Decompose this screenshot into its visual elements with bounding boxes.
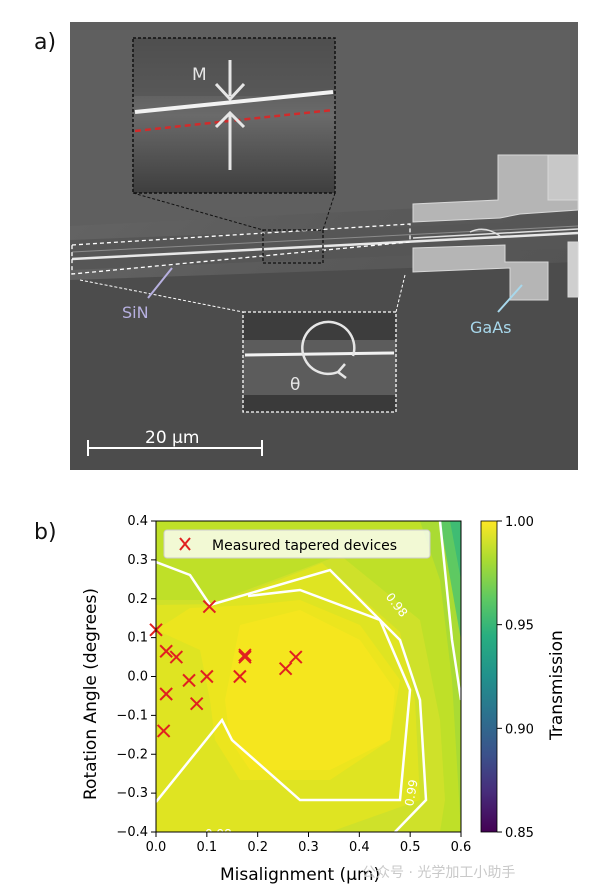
y-tick-label: −0.2: [116, 747, 148, 762]
colorbar-tick-label: 0.85: [505, 826, 534, 841]
measured-device-marker: [159, 687, 173, 701]
measured-device-marker: [202, 599, 217, 614]
colorbar-label: Transmission: [547, 630, 567, 741]
inset-misalignment: M: [132, 37, 336, 194]
measured-device-marker: [233, 669, 247, 684]
legend: Measured tapered devices: [163, 529, 431, 559]
measured-device-marker: [159, 644, 173, 658]
scale-bar-label: 20 μm: [145, 428, 199, 448]
y-tick-label: −0.3: [116, 786, 148, 801]
marker-layer: [149, 599, 303, 738]
x-tick-label: 0.4: [349, 840, 370, 855]
x-axis-label: Misalignment (μm): [220, 865, 380, 885]
measured-device-marker: [278, 662, 293, 676]
inset-rotation: θ: [242, 311, 397, 413]
measured-device-marker: [182, 673, 196, 688]
measured-device-marker: [169, 650, 184, 664]
y-axis-ticks: 0.4 0.3 0.2 0.1 0.0 −0.1 −0.2 −0.3 −0.4: [116, 514, 156, 840]
x-tick-label: 0.6: [451, 840, 472, 855]
y-tick-label: 0.4: [127, 514, 148, 529]
measured-device-marker: [189, 697, 204, 711]
sem-image: M θ SiN GaAs 20 μm: [70, 22, 579, 470]
colorbar: 1.00 0.95 0.90 0.85 Transmission: [480, 515, 567, 841]
legend-marker-icon: [179, 537, 191, 551]
colorbar-tick-label: 0.95: [505, 619, 534, 634]
gaas-structure: [412, 154, 579, 301]
y-tick-label: 0.3: [127, 553, 148, 568]
panel-b-label: b): [34, 520, 57, 545]
contour-fill: [156, 521, 461, 832]
y-tick-label: −0.1: [116, 708, 148, 723]
contour-lines: [156, 521, 461, 832]
x-tick-label: 0.0: [146, 840, 167, 855]
y-axis-label: Rotation Angle (degrees): [81, 588, 101, 800]
contour-label-bottom: 0.98: [205, 827, 232, 841]
colorbar-tick-label: 1.00: [505, 515, 534, 530]
contour-label-099: 0.99: [402, 778, 420, 807]
y-tick-label: 0.0: [127, 670, 148, 685]
x-tick-label: 0.5: [400, 840, 421, 855]
watermark: 公众号 · 光学加工小助手: [362, 865, 516, 881]
y-tick-label: 0.2: [127, 592, 148, 607]
x-axis-ticks: 0.0 0.1 0.2 0.3 0.4 0.5 0.6: [146, 832, 472, 855]
sin-label: SiN: [122, 303, 149, 322]
measured-device-marker: [156, 724, 171, 738]
y-tick-label: −0.4: [116, 825, 148, 840]
measured-device-marker: [200, 669, 214, 684]
y-tick-label: 0.1: [127, 631, 148, 646]
measured-device-marker: [238, 648, 252, 662]
legend-entry: Measured tapered devices: [212, 538, 397, 554]
rotation-label: θ: [290, 375, 300, 395]
colorbar-ticks: 1.00 0.95 0.90 0.85: [497, 515, 534, 841]
x-tick-label: 0.1: [196, 840, 217, 855]
gaas-label: GaAs: [470, 318, 511, 337]
panel-a-label: a): [34, 30, 57, 55]
x-tick-label: 0.2: [247, 840, 268, 855]
x-tick-label: 0.3: [298, 840, 319, 855]
colorbar-tick-label: 0.90: [505, 722, 534, 737]
measured-device-marker: [238, 650, 252, 664]
scale-bar: 20 μm: [87, 428, 263, 456]
measured-device-marker: [289, 650, 303, 664]
misalignment-label: M: [192, 65, 207, 85]
